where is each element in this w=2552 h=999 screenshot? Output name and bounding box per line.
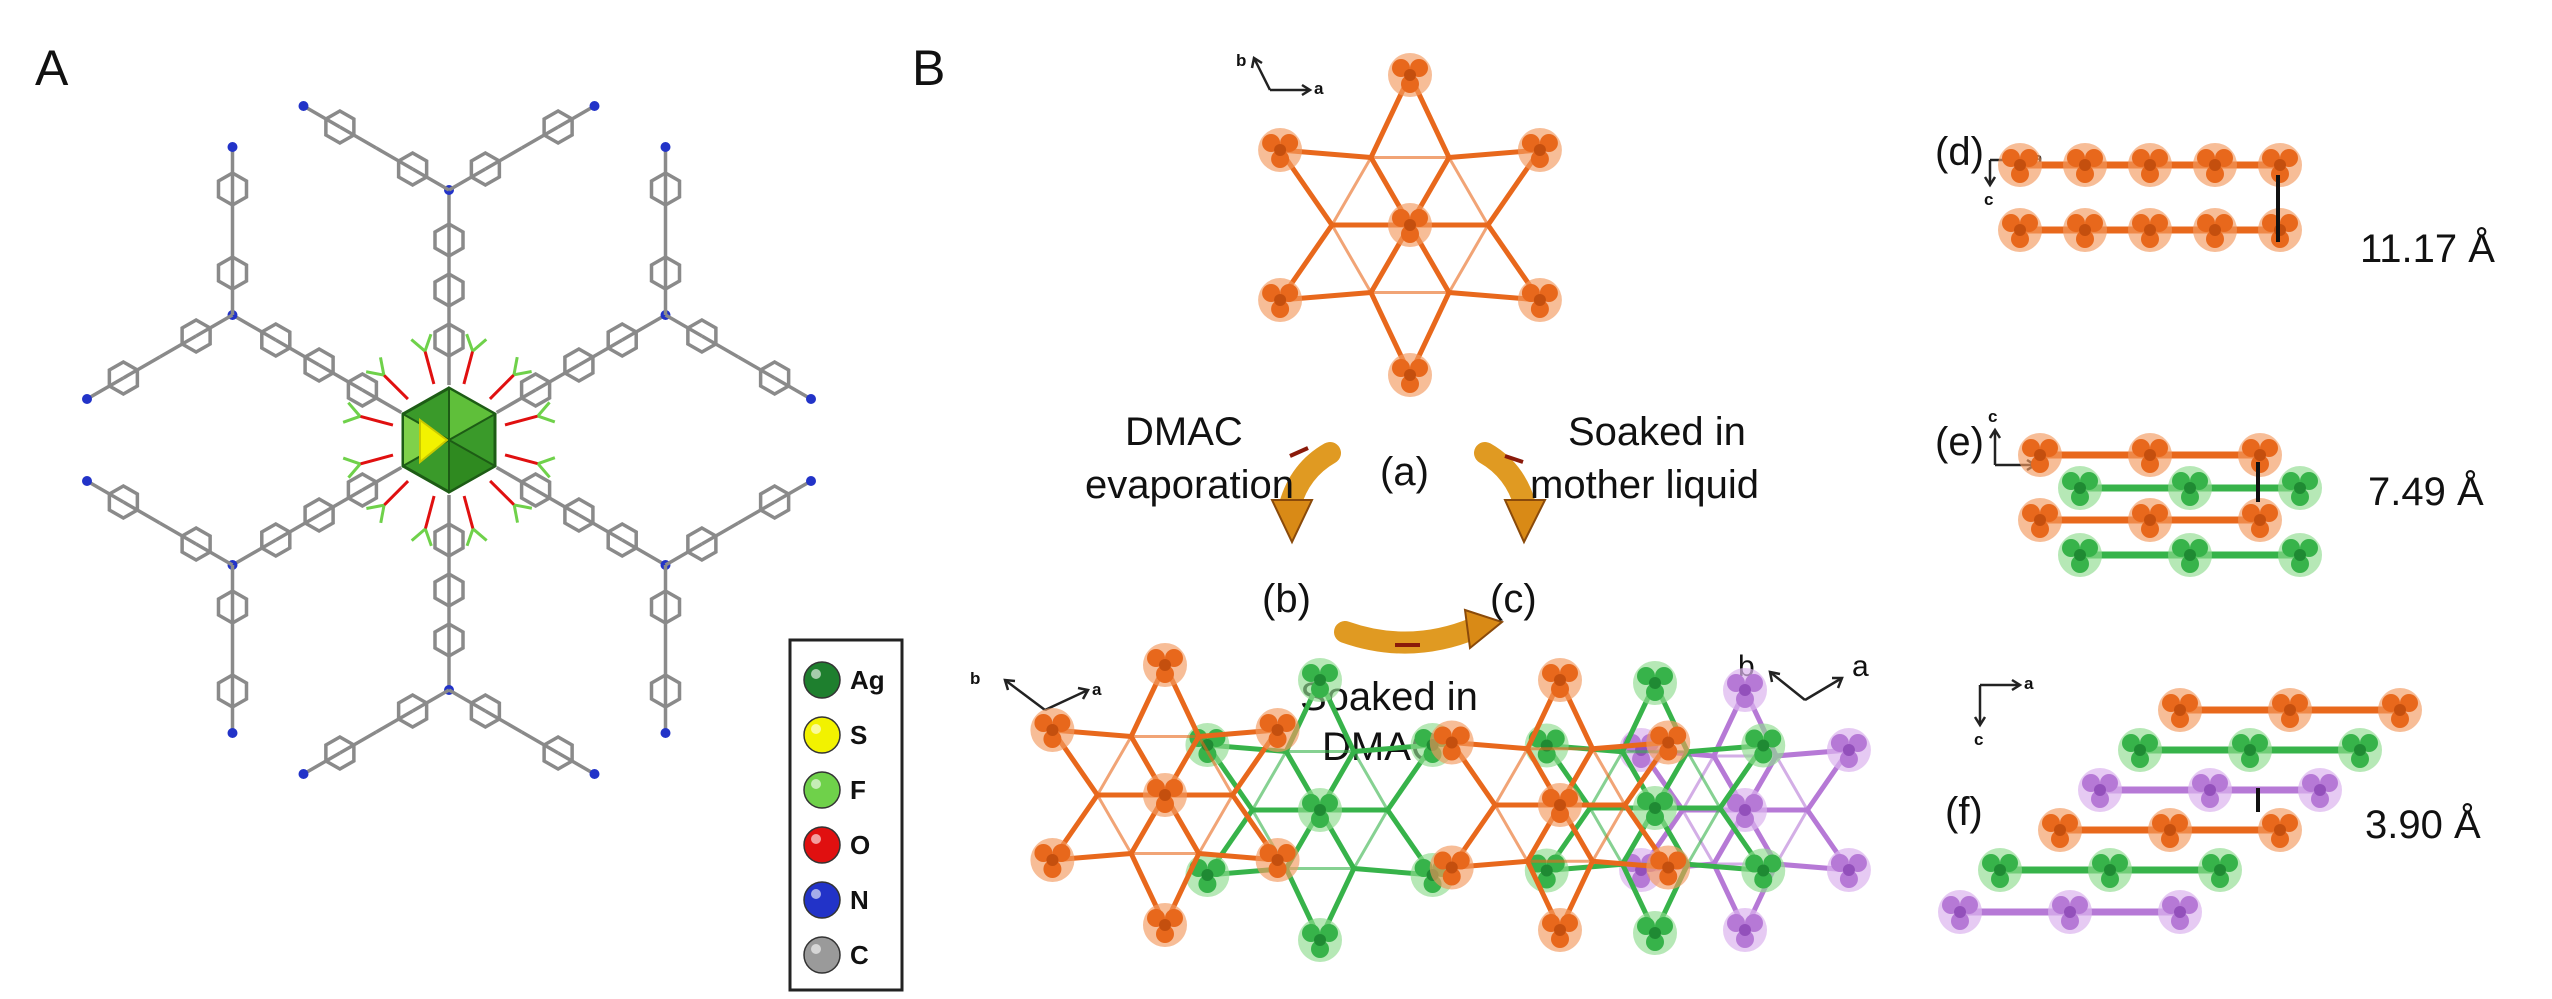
ligand-arm (298, 101, 600, 385)
soaked-mother-liquid-line2: mother liquid (1530, 463, 1759, 507)
cycle-label-a: (a) (1380, 450, 1429, 494)
ligand-arm (495, 142, 816, 415)
ligand-arm (82, 142, 403, 415)
silver-cluster-molecule (82, 101, 816, 779)
stack-d-layers (1998, 143, 2302, 252)
legend-symbol: F (850, 775, 866, 805)
panel-b-label: B (912, 40, 945, 96)
distance-d: 11.17 Å (2360, 226, 2495, 271)
network-layer (1429, 658, 1691, 952)
axis-indicator-bottom-right (1768, 670, 1844, 702)
network-layer (1258, 53, 1562, 397)
cycle-label-b: (b) (1262, 577, 1311, 621)
cycle-label-c: (c) (1490, 577, 1537, 621)
stack-layer (1998, 208, 2302, 252)
axis-a-bottom-right: a (1852, 650, 1869, 683)
legend-symbol: Ag (850, 665, 885, 695)
stack-f-layers (1938, 688, 2422, 934)
soaked-mother-liquid-line1: Soaked in (1568, 410, 1746, 454)
axis-b-top: b (1236, 51, 1246, 70)
axis-indicator-top (1250, 55, 1313, 97)
legend-item-s: S (803, 716, 867, 754)
legend-item-f: F (803, 771, 866, 809)
axis-c-d: c (1984, 190, 1993, 209)
stack-layer (2018, 433, 2282, 477)
stack-layer (1938, 890, 2202, 934)
panel-a-label: A (35, 40, 69, 96)
stack-layer (2018, 498, 2282, 542)
legend-item-ag: Ag (803, 661, 885, 699)
axis-indicator-bottom-left (1003, 678, 1090, 712)
stack-layer (2038, 808, 2302, 852)
legend-item-o: O (803, 826, 870, 864)
stack-layer (2058, 533, 2322, 577)
stack-layer (2078, 768, 2342, 812)
stack-f-label: (f) (1945, 790, 1983, 834)
stack-e-label: (e) (1935, 420, 1984, 464)
legend-item-n: N (803, 881, 869, 919)
axis-a-f: a (2024, 674, 2034, 693)
ag-cluster-core (401, 386, 498, 494)
network-a-structure (1258, 53, 1562, 397)
dmac-evaporation-line2: evaporation (1085, 463, 1294, 507)
distance-e: 7.49 Å (2368, 469, 2484, 514)
stack-layer (1978, 848, 2242, 892)
axis-indicator-f (1973, 678, 2023, 728)
dmac-evaporation-line1: DMAC (1125, 410, 1243, 454)
cycle-arrows (1270, 442, 1547, 654)
legend-symbol: N (850, 885, 869, 915)
ligand-arm (298, 495, 600, 779)
legend-item-c: C (803, 936, 869, 974)
ligand-arm (495, 465, 816, 738)
distance-f: 3.90 Å (2365, 802, 2481, 847)
legend-symbol: O (850, 830, 870, 860)
ligand-arm (82, 465, 403, 738)
stack-layer (2118, 728, 2382, 772)
legend-symbol: S (850, 720, 867, 750)
legend-symbol: C (850, 940, 869, 970)
stack-e-layers (2018, 433, 2322, 577)
network-b-structure (1030, 643, 1455, 962)
network-c-structure (1429, 658, 1871, 955)
axis-b-bottom-left: b (970, 669, 980, 688)
network-layer (1030, 643, 1300, 947)
stack-layer (2058, 466, 2322, 510)
stack-layer (2158, 688, 2422, 732)
axis-c-f: c (1974, 730, 1983, 749)
axis-c-e: c (1988, 407, 1997, 426)
axis-a-top: a (1314, 79, 1324, 98)
stack-layer (1998, 143, 2302, 187)
stack-d-label: (d) (1935, 130, 1984, 174)
axis-a-bottom-left: a (1092, 680, 1102, 699)
